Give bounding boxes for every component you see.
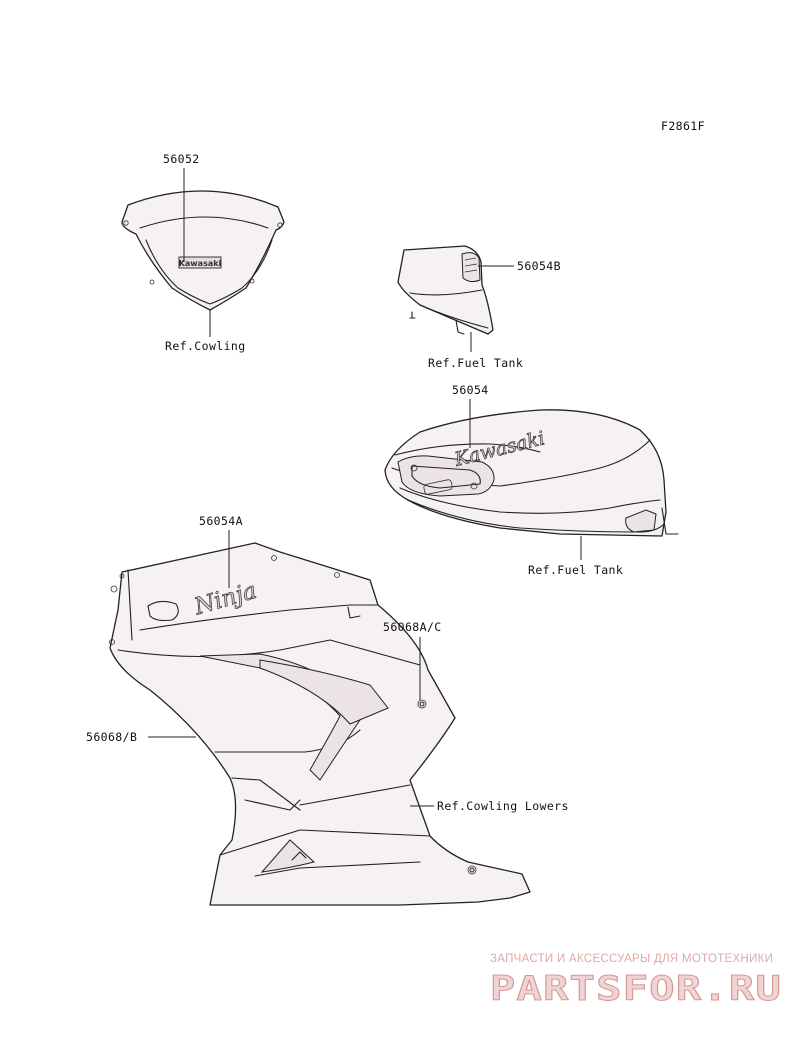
- fuel-tank-small-part: [397, 245, 494, 335]
- windshield-decal: [178, 256, 222, 269]
- label-ref-fuel-tank-2: Ref.Fuel Tank: [528, 563, 623, 577]
- label-56052: 56052: [163, 152, 200, 166]
- label-56068B: 56068/B: [86, 730, 137, 744]
- label-56054: 56054: [452, 383, 489, 397]
- label-ref-fuel-tank-1: Ref.Fuel Tank: [428, 356, 523, 370]
- figure-code: F2861F: [661, 119, 705, 133]
- watermark-tagline: ЗАПЧАСТИ И АКСЕССУАРЫ ДЛЯ МОТОТЕХНИКИ: [490, 953, 773, 965]
- label-56054B: 56054B: [517, 259, 561, 273]
- label-56054A: 56054A: [199, 514, 243, 528]
- windshield-part: Kawasaki: [121, 190, 285, 311]
- label-56068AC: 56068A/C: [383, 620, 442, 634]
- label-ref-cowling: Ref.Cowling: [165, 339, 246, 353]
- watermark-brand: PARTSFOR.RU: [490, 969, 782, 1009]
- label-ref-cowling-lowers: Ref.Cowling Lowers: [437, 799, 569, 813]
- fuel-tank-large-part: Kawasaki: [384, 409, 679, 537]
- side-fairing-part: Ninja: [109, 542, 531, 906]
- windshield-decal-text: Kawasaki: [179, 259, 222, 268]
